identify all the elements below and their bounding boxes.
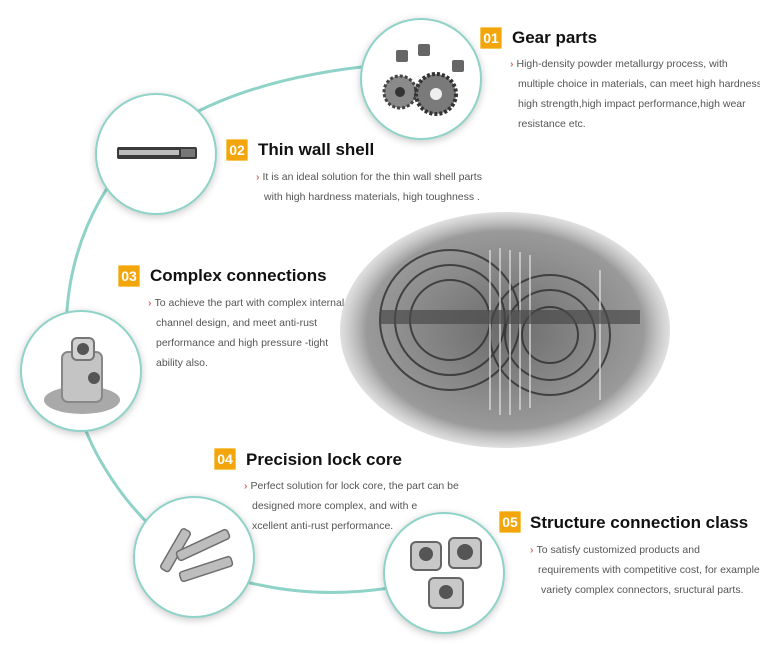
item-title: Thin wall shell bbox=[258, 140, 375, 159]
description-line: requirements with competitive cost, for … bbox=[538, 564, 760, 576]
complex-connection-photo bbox=[20, 310, 142, 432]
item-title: Complex connections bbox=[150, 266, 327, 285]
description-line: channel design, and meet anti-rust bbox=[156, 317, 318, 329]
item-title: Gear parts bbox=[512, 28, 598, 47]
thin-wall-shell-photo bbox=[95, 93, 217, 215]
item-description: ›High-density powder metallurgy process,… bbox=[510, 54, 760, 134]
description-line: To satisfy customized products and bbox=[536, 544, 700, 556]
description-line: High-density powder metallurgy process, … bbox=[516, 58, 728, 70]
description-line: high strength,high impact performance,hi… bbox=[518, 98, 746, 110]
description-line: Perfect solution for lock core, the part… bbox=[250, 480, 459, 492]
lock-core-photo bbox=[133, 496, 255, 618]
item-number-badge: 02 bbox=[226, 139, 248, 161]
item-number-badge: 01 bbox=[480, 27, 502, 49]
gear-parts-photo bbox=[360, 18, 482, 140]
item-description: ›To satisfy customized products and requ… bbox=[530, 540, 760, 600]
item-title: Precision lock core bbox=[246, 450, 402, 469]
item-description: ›To achieve the part with complex intern… bbox=[148, 293, 344, 373]
item-number-badge: 03 bbox=[118, 265, 140, 287]
item-description: ›It is an ideal solution for the thin wa… bbox=[256, 167, 482, 207]
structure-connector-photo bbox=[383, 512, 505, 634]
description-line: ability also. bbox=[156, 357, 208, 369]
item-number-badge: 04 bbox=[214, 448, 236, 470]
transmission-cutaway-image bbox=[340, 212, 670, 448]
description-line: To achieve the part with complex interna… bbox=[154, 297, 345, 309]
description-line: multiple choice in materials, can meet h… bbox=[518, 78, 760, 90]
description-line: resistance etc. bbox=[518, 118, 586, 130]
description-line: performance and high pressure -tight bbox=[156, 337, 329, 349]
item-title: Structure connection class bbox=[530, 513, 749, 532]
description-line: designed more complex, and with e bbox=[252, 500, 418, 512]
description-line: variety complex connectors, sructural pa… bbox=[541, 584, 744, 596]
description-line: It is an ideal solution for the thin wal… bbox=[262, 171, 482, 183]
description-line: with high hardness materials, high tough… bbox=[264, 191, 480, 203]
item-description: ›Perfect solution for lock core, the par… bbox=[244, 476, 459, 536]
item-number-badge: 05 bbox=[499, 511, 521, 533]
description-line: xcellent anti-rust performance. bbox=[252, 520, 394, 532]
